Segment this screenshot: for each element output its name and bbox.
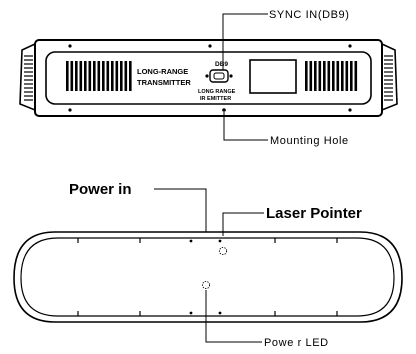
emitter-label-line2: IR EMITTER — [200, 96, 231, 102]
laser-pointer-aperture — [218, 246, 228, 256]
mounting-hole-marker — [222, 108, 226, 112]
db9-screw-right — [229, 74, 233, 78]
sync-in-label: SYNC IN(DB9) — [269, 9, 350, 21]
left-vent-grille — [66, 61, 132, 91]
laser-pointer-label: Laser Pointer — [266, 205, 362, 222]
capsule-top-marks — [77, 238, 338, 243]
db9-port-inner — [213, 72, 225, 80]
power-in-label: Power in — [69, 181, 132, 198]
right-end-cap-ribs — [384, 55, 393, 101]
left-end-cap-ribs — [24, 55, 33, 101]
screw-dots — [68, 44, 352, 112]
power-led-leader-line — [205, 290, 262, 343]
ir-emitter-window — [249, 59, 297, 94]
sync-in-leader-line — [222, 13, 268, 70]
db9-screw-left — [205, 74, 209, 78]
capsule-bottom-marks — [77, 311, 338, 316]
power-led-indicator — [201, 280, 211, 290]
mounting-hole-leader-line — [223, 112, 268, 141]
db9-port-label: DB9 — [215, 61, 228, 68]
right-vent-grille — [305, 61, 358, 91]
laser-pointer-leader-line — [222, 212, 264, 236]
panel-label-line2: TRANSMITTER — [137, 78, 191, 87]
capsule-dots — [189, 239, 222, 315]
mounting-hole-label: Mounting Hole — [270, 135, 349, 147]
capsule-outline — [13, 231, 403, 323]
power-in-leader-line — [154, 188, 207, 232]
capsule-inner-outline — [20, 237, 395, 317]
transmitter-bottom-view — [13, 188, 403, 343]
emitter-label-line1: LONG RANGE — [198, 89, 236, 95]
transmitter-top-view: LONG-RANGE TRANSMITTER DB9 LONG RANGE IR… — [19, 13, 398, 141]
power-led-label: Powe r LED — [264, 337, 329, 349]
panel-label-line1: LONG-RANGE — [137, 67, 188, 76]
